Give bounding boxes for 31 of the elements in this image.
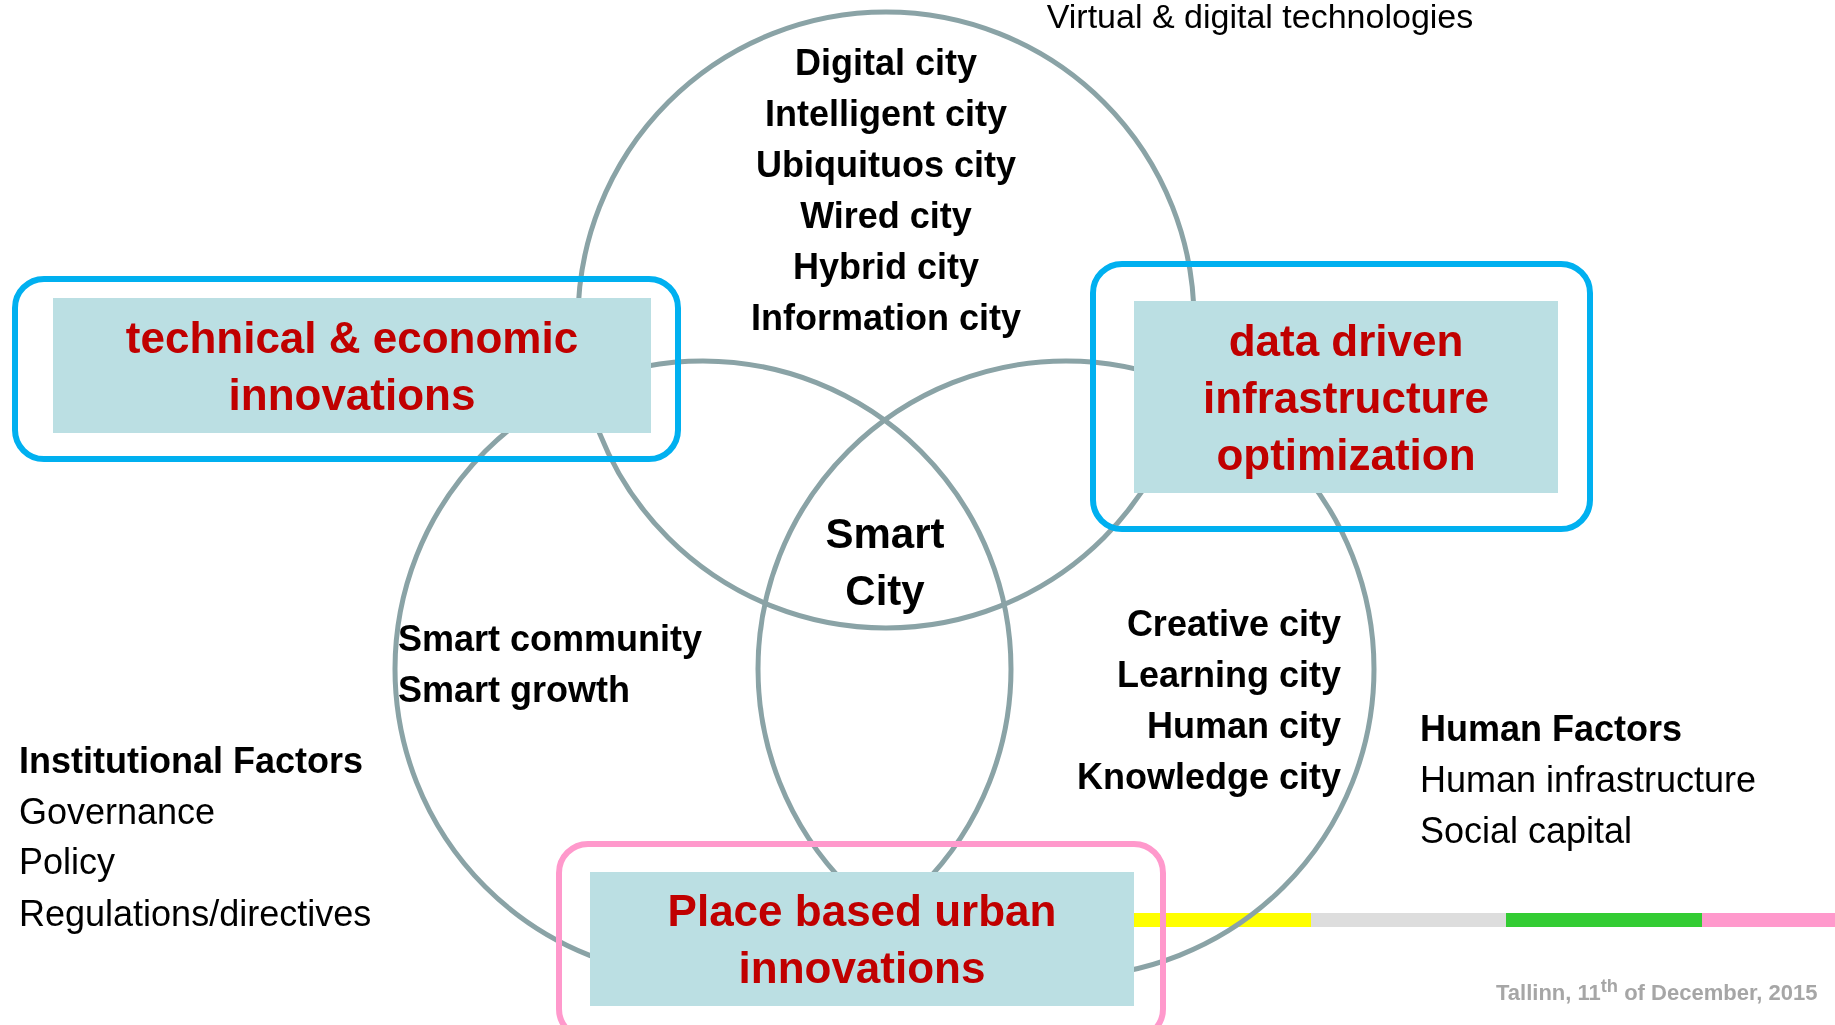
city-type-text: Wired city <box>799 194 973 238</box>
factor-item: Regulations/directives <box>19 892 372 936</box>
city-type-text: Knowledge city <box>1076 755 1341 799</box>
highlight-box <box>53 298 651 433</box>
factor-heading: Institutional Factors <box>19 739 364 783</box>
factor-heading: Human Factors <box>1420 707 1683 751</box>
city-type-text: Smart growth <box>398 668 631 712</box>
city-type-text: Learning city <box>1115 653 1341 697</box>
box-title: data driven infrastructure optimization <box>1201 314 1491 481</box>
highlight-box <box>1134 301 1558 493</box>
city-type-text: Ubiquituos city <box>755 143 1017 187</box>
city-type-text: Intelligent city <box>763 92 1008 136</box>
factor-item: Policy <box>19 840 116 884</box>
box-title: Place based urban innovations <box>666 885 1058 994</box>
factor-item: Social capital <box>1420 809 1633 853</box>
footer-text: Tallinn, 11$^{th}$ of December, 2015 <box>1496 974 1818 1008</box>
rounded-frame <box>12 276 681 462</box>
city-type-text: Information city <box>750 296 1022 340</box>
center-title: Smart City <box>824 509 946 616</box>
city-type-text: Smart community <box>398 617 703 661</box>
factor-item: Governance <box>19 790 216 834</box>
city-type-text: Hybrid city <box>791 245 980 289</box>
heading-text: Virtual & digital technologies <box>1045 0 1475 37</box>
city-type-text: Creative city <box>1125 602 1341 646</box>
factor-item: Human infrastructure <box>1420 758 1757 802</box>
city-type-text: Human city <box>1145 704 1341 748</box>
highlight-box <box>590 872 1134 1006</box>
city-type-text: Digital city <box>793 41 978 85</box>
rounded-frame <box>556 841 1166 1025</box>
box-title: technical & economic innovations <box>124 311 580 421</box>
rounded-frame <box>1090 261 1593 532</box>
